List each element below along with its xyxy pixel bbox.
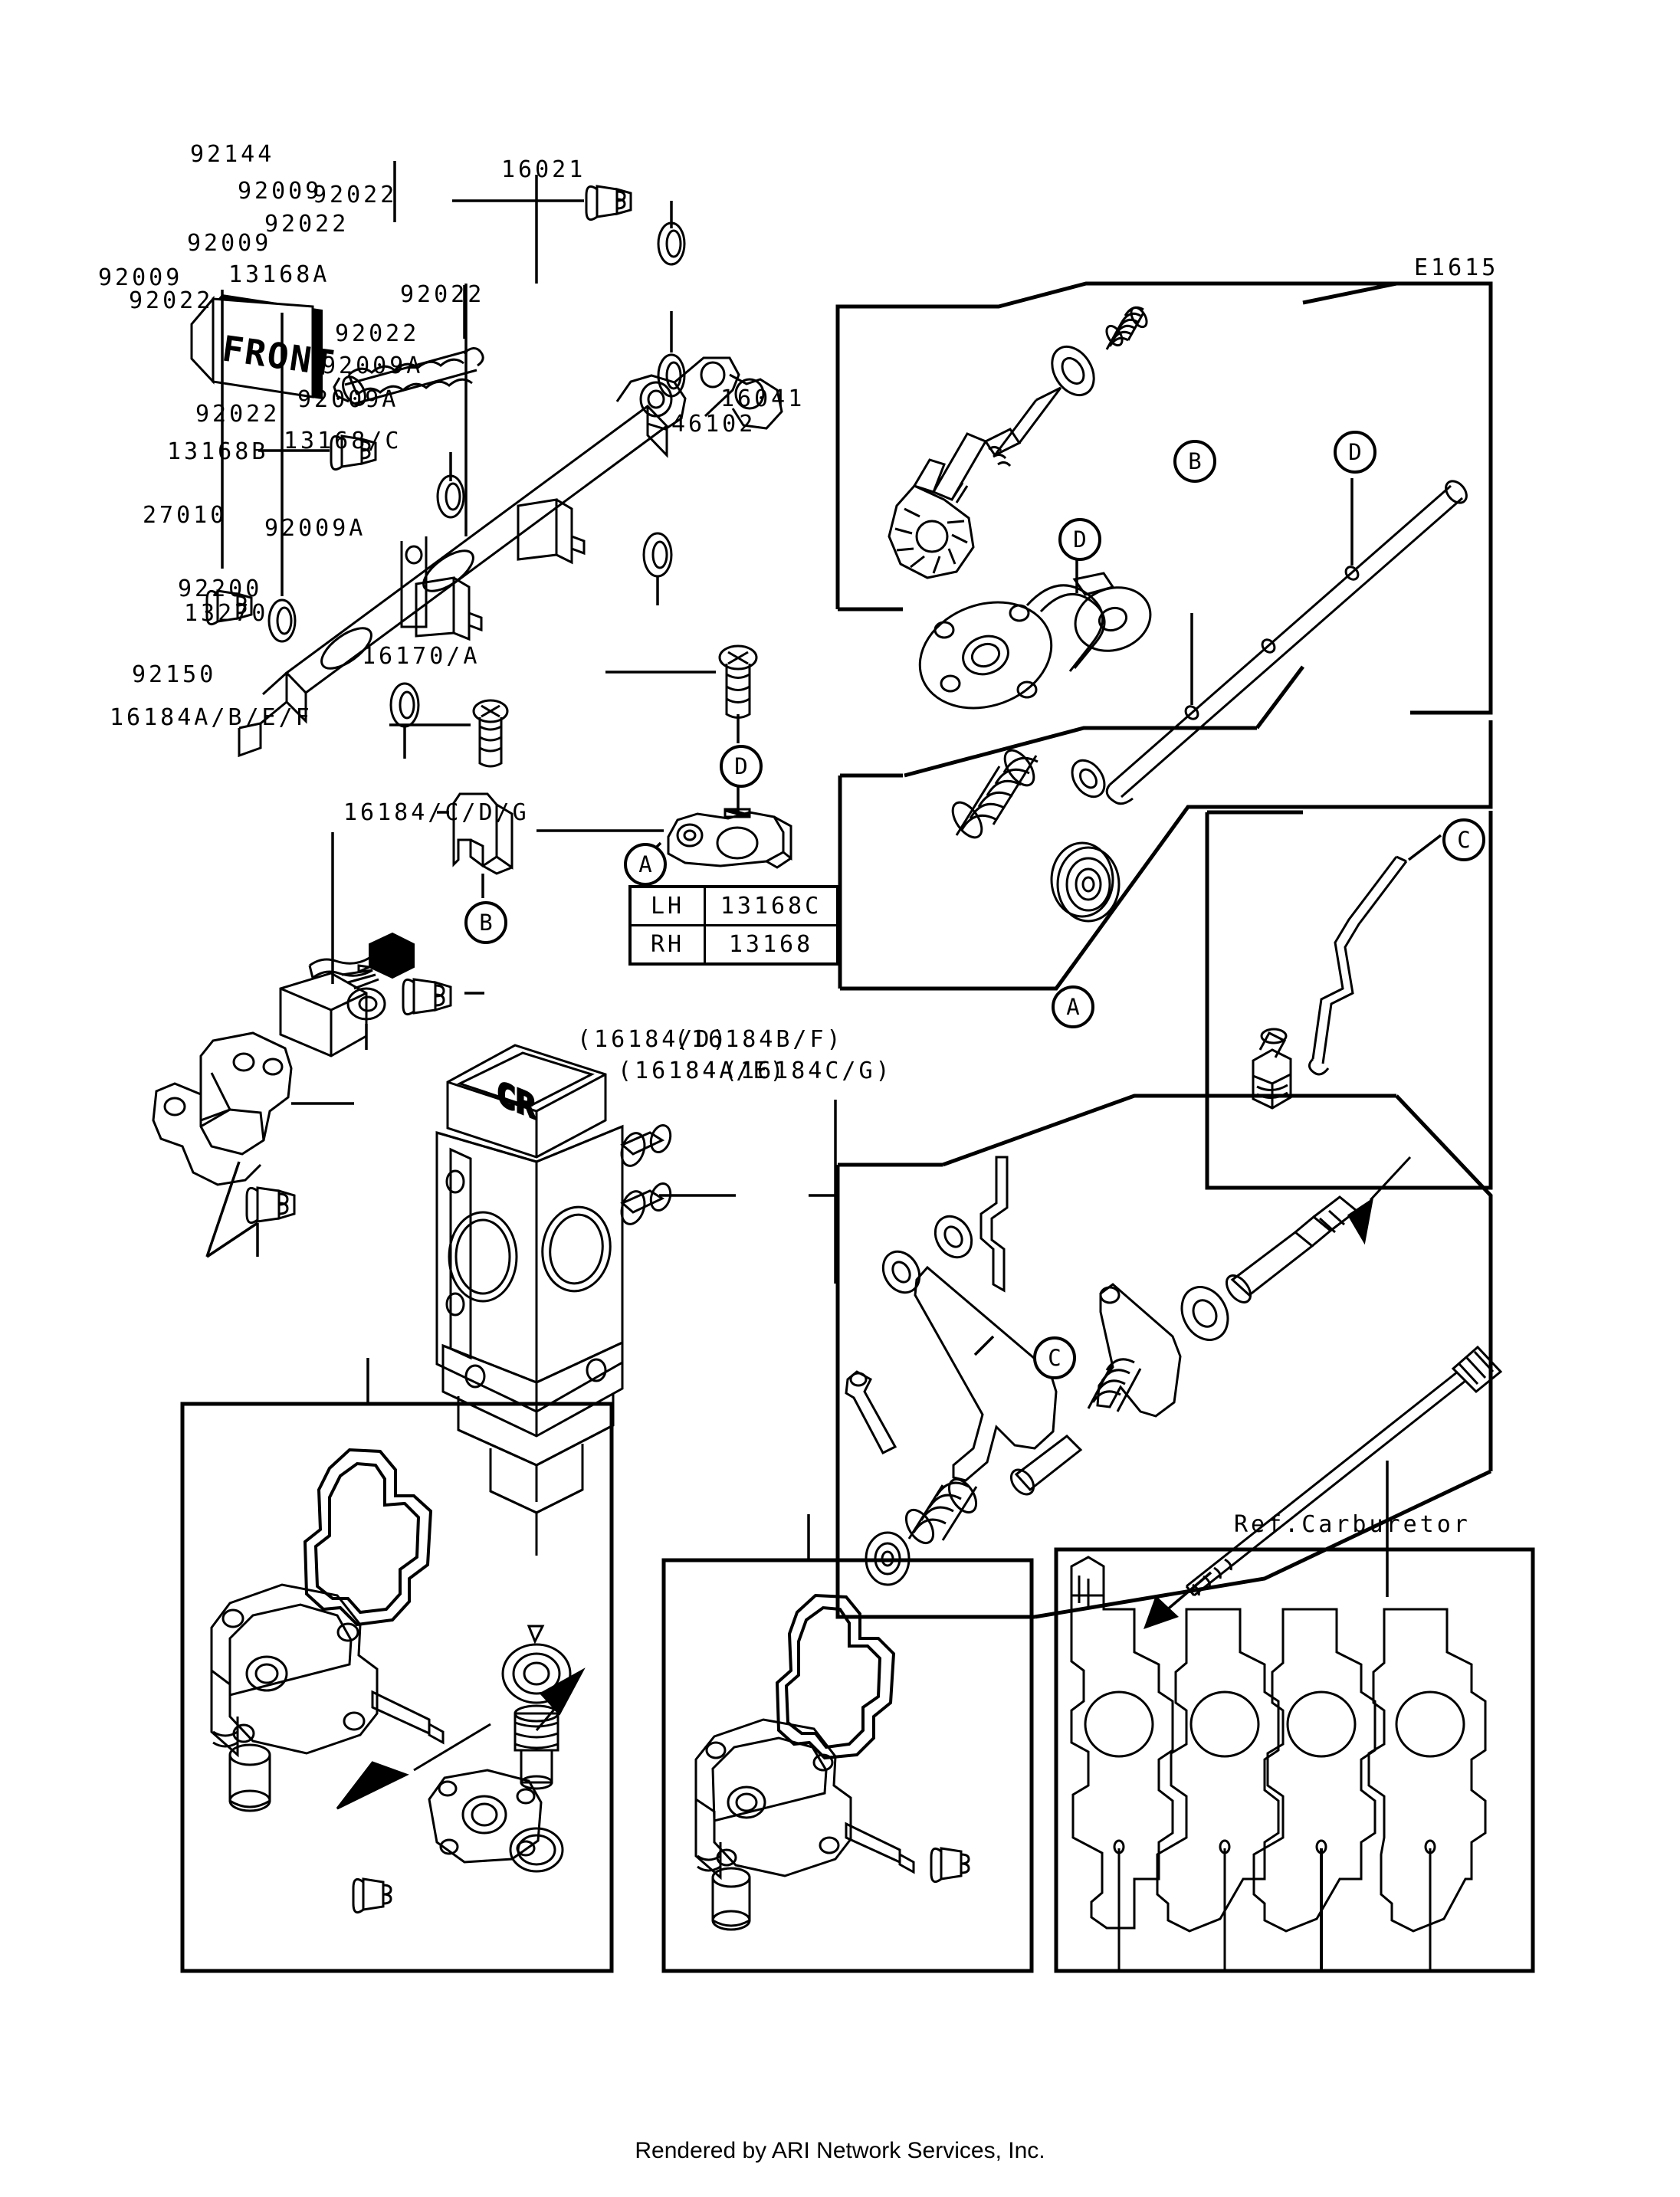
part-92150-bolt: [245, 1186, 296, 1225]
part-92022-washer-4: [642, 532, 673, 578]
callout-bubble-d2: D: [1058, 518, 1101, 561]
part-92009-bolt-1: [585, 185, 632, 221]
callout-bubble-a1: A: [624, 843, 667, 886]
part-13270-bracket: [152, 1031, 293, 1186]
box-16041-top: [904, 665, 1304, 778]
box-e1615-outer: [1396, 281, 1493, 715]
part-number-92009a: 92009A: [322, 353, 424, 379]
part-number-92022: 92022: [313, 182, 398, 208]
part-92009A-bolt-3: [402, 978, 452, 1016]
part-number-92009: 92009: [98, 264, 183, 291]
part-number-92009a: 92009A: [297, 386, 399, 413]
part-number-92022: 92022: [335, 320, 420, 347]
sheet-code: E1615: [1414, 254, 1499, 281]
part-92009-bolt-2: [330, 434, 377, 471]
svg-text:CR: CR: [497, 1074, 536, 1127]
part-16021-assembly: [888, 306, 1148, 579]
part-number-16184-d: (16184/D): [577, 1026, 730, 1053]
box-carburetor-bodies: [1054, 1547, 1535, 1973]
table-row: RH 13168: [628, 924, 839, 966]
part-92009-bolt-3: [205, 589, 253, 626]
part-number-46102: 46102: [671, 411, 756, 438]
carburetor-body-group: [1070, 1556, 1487, 1971]
arrowhead-ref: [1144, 1595, 1179, 1629]
part-number-13168b: 13168B: [167, 438, 269, 465]
ref-carburetor-note: Ref.Carburetor: [1234, 1511, 1471, 1538]
callout-bubble-a2: A: [1052, 985, 1094, 1028]
part-92022-washer-3: [657, 353, 686, 398]
callout-bubble-b2: B: [1173, 440, 1216, 483]
part-number-92144: 92144: [190, 141, 275, 168]
part-needle-seat-left: [336, 1625, 586, 1914]
part-number-92009: 92009: [187, 230, 272, 257]
part-number-92022: 92022: [195, 401, 281, 428]
callout-bubble-d3: D: [1334, 431, 1376, 474]
callout-bubble-c1: C: [1442, 818, 1485, 861]
variant-table: LH 13168C RH 13168: [628, 885, 839, 966]
box-46102: [1205, 810, 1493, 1190]
part-float-bowl-left: [303, 1448, 433, 1627]
part-16041-drum: [918, 572, 1152, 710]
variant-part-rh: 13168: [704, 924, 839, 966]
box-16184-cdg: [661, 1558, 1034, 1973]
part-number-92022: 92022: [129, 287, 214, 314]
part-16041-shaft: [1105, 480, 1468, 805]
callout-bubble-d1: D: [720, 745, 763, 788]
part-number-92009: 92009: [238, 178, 323, 205]
part-ref-carburetor-screw: [1185, 1345, 1503, 1597]
leader-16170A-C: [973, 1335, 995, 1356]
part-number-92150: 92150: [132, 661, 217, 688]
part-number-16184b-f: (16184B/F): [674, 1026, 844, 1053]
part-number-16184c-g: (16184C/G): [724, 1058, 893, 1084]
variant-side-rh: RH: [628, 924, 706, 966]
box-16170A: [835, 1094, 1493, 1619]
part-92022-washer-2: [436, 474, 465, 519]
part-number-13270: 13270: [184, 600, 269, 627]
part-number-92009a: 92009A: [264, 515, 366, 542]
part-27010-switch: [279, 932, 415, 1058]
part-92144-boot: [333, 347, 484, 406]
part-number-16041: 16041: [720, 385, 806, 412]
variant-part-lh: 13168C: [704, 885, 839, 926]
part-92200-washer: [346, 987, 386, 1021]
box-16184-abef: [180, 1402, 614, 1973]
callout-bubble-b1: B: [464, 901, 507, 944]
part-float-bowl-mid: [775, 1593, 896, 1760]
part-92022-washer-1: [657, 221, 686, 266]
part-number-92022: 92022: [400, 281, 485, 308]
part-number-16184a-b-e-f: 16184A/B/E/F: [110, 704, 313, 731]
box-e1615-outer-left: [1302, 281, 1397, 305]
part-number-27010: 27010: [143, 502, 228, 529]
page-footer: Rendered by ARI Network Services, Inc.: [635, 2138, 1045, 2163]
part-number-13168a: 13168A: [228, 261, 330, 288]
box-16041: [838, 720, 1493, 991]
part-13168C-lever: [667, 808, 792, 869]
part-16041-spring: [951, 749, 1121, 923]
callout-bubble-c2: C: [1033, 1336, 1076, 1379]
part-number-16021: 16021: [501, 156, 586, 183]
part-46102-rod: [1308, 855, 1408, 1076]
carburetor-body-assembly: CR: [435, 1044, 672, 1556]
box-16021: [835, 281, 1491, 609]
leader-46102-C: [1407, 834, 1442, 861]
part-92009A-screw-1: [472, 699, 509, 768]
part-number-16170-a: 16170/A: [362, 643, 481, 670]
part-13168B-clip: [452, 792, 514, 875]
part-92022-washer-6: [389, 682, 420, 728]
part-bowl-body-left: [210, 1583, 445, 1812]
front-arrow-marker: FRONT: [190, 293, 338, 400]
part-number-16184a-e: (16184A/E): [618, 1058, 787, 1084]
part-number-13168-c: 13168/C: [284, 428, 402, 454]
part-number-92200: 92200: [178, 575, 263, 602]
part-92022-washer-5: [267, 598, 297, 643]
part-number-92022: 92022: [264, 211, 349, 238]
part-92009A-screw-2: [718, 644, 758, 719]
part-number-16184-c-d-g: 16184/C/D/G: [343, 799, 530, 826]
leader-92150-fan: [205, 1161, 258, 1258]
part-16170A-linkage: [845, 1156, 1412, 1586]
table-row: LH 13168C: [628, 885, 839, 926]
part-bowl-body-mid: [694, 1718, 970, 1931]
variant-side-lh: LH: [628, 885, 706, 926]
